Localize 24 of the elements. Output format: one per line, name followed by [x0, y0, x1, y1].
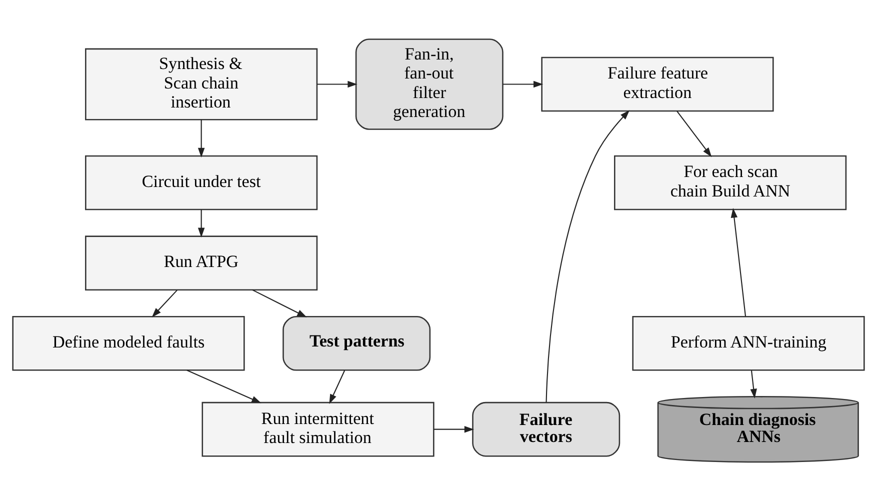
node-box: Failure feature extraction — [541, 56, 774, 112]
arrow — [329, 370, 346, 404]
node-box: Fan-in, fan-out filter generation — [355, 38, 504, 130]
arrow — [750, 370, 757, 398]
arrow — [186, 369, 262, 403]
arrow — [152, 289, 178, 317]
node-box: Define modeled faults — [12, 315, 245, 370]
node-box: For each scan chain Build ANN — [614, 154, 847, 210]
node-box: Perform ANN-training — [632, 315, 865, 370]
arrow — [676, 110, 712, 157]
node-box: Circuit under test — [85, 154, 318, 210]
arrow — [252, 289, 307, 317]
node-box: Test patterns — [282, 315, 431, 370]
arrow — [198, 209, 205, 237]
node-box: Failure vectors — [472, 401, 620, 456]
arrow — [198, 119, 205, 157]
arrow — [730, 208, 746, 316]
node-box: Run ATPG — [85, 235, 318, 290]
node-box: Run intermittent fault simulation — [202, 401, 434, 456]
node-box: Synthesis & Scan chain insertion — [85, 48, 318, 120]
arrow — [317, 80, 358, 88]
arrow — [546, 110, 630, 402]
arrow — [502, 80, 544, 88]
arrow — [434, 425, 474, 432]
